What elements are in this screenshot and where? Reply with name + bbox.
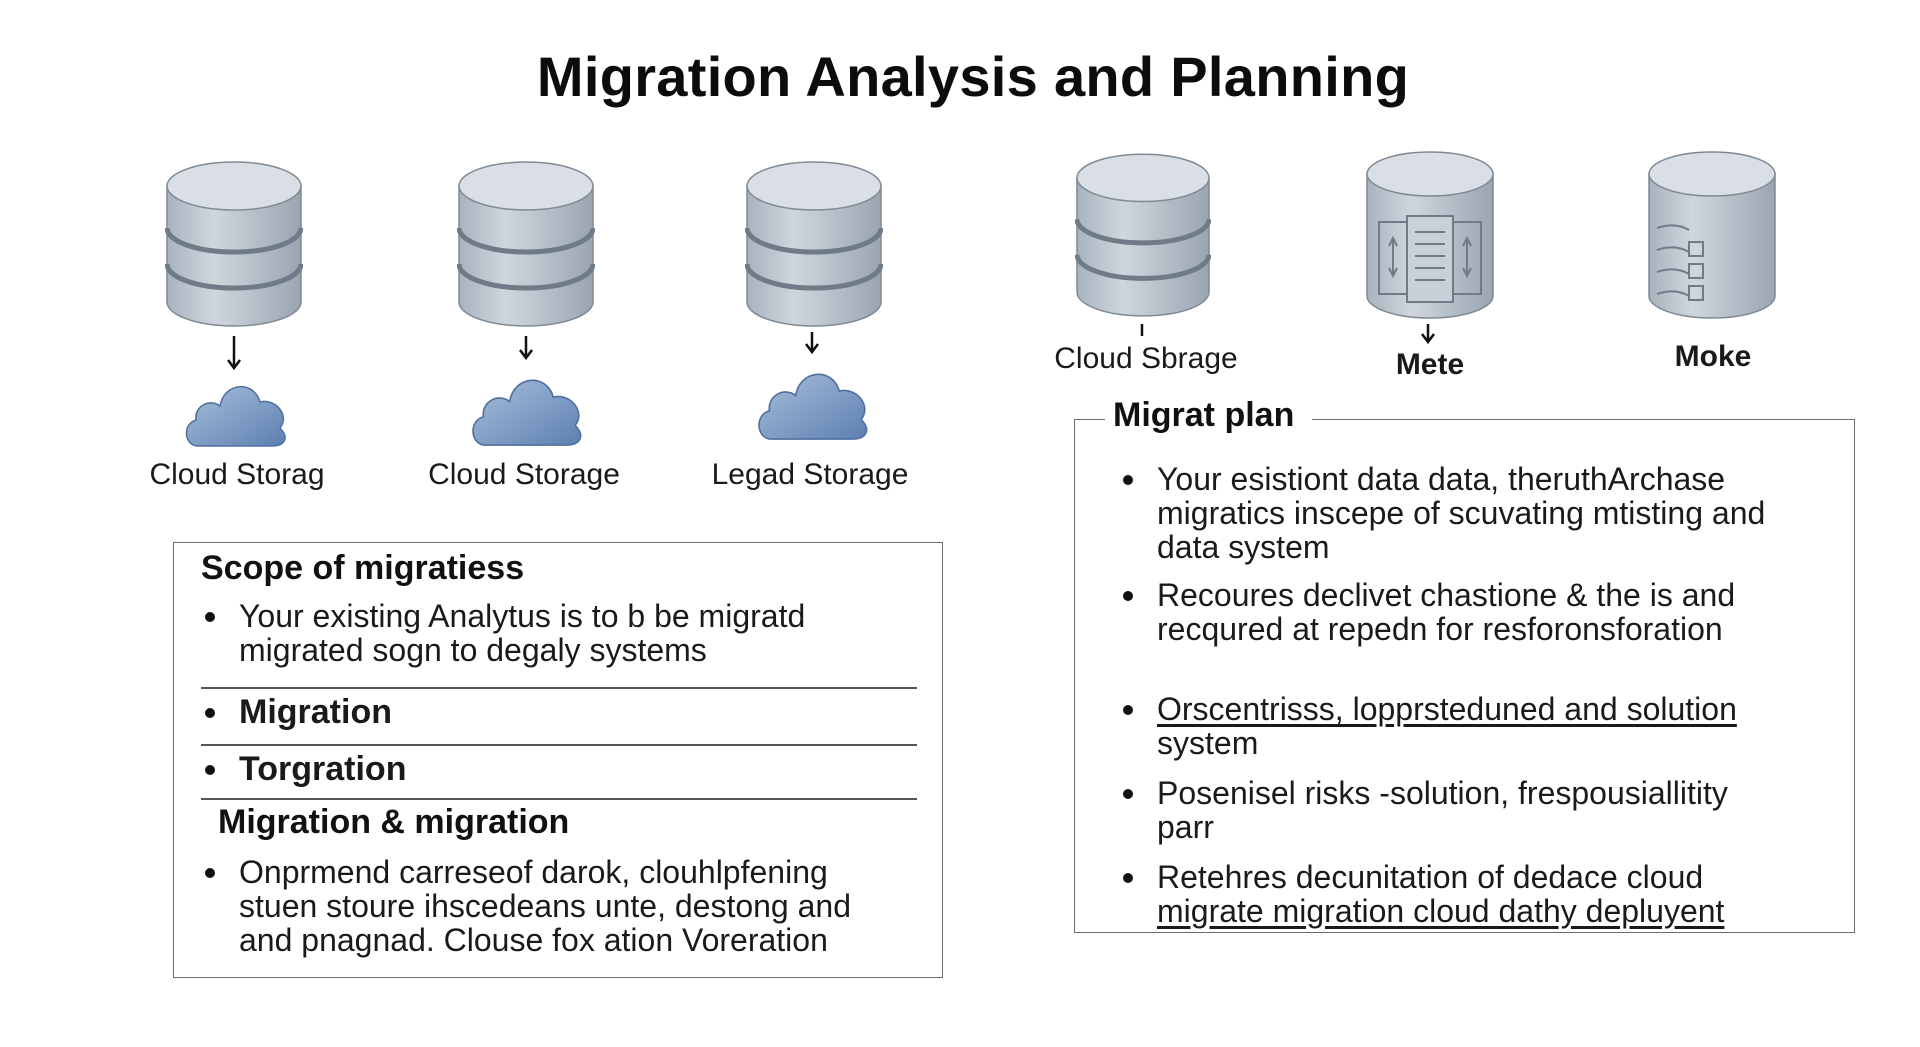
- bullet-icon: [1123, 591, 1133, 601]
- target-label-1: Cloud Sbrage: [1054, 342, 1238, 375]
- divider: [201, 687, 917, 689]
- plan-bullet-5: Retehres decunitation of dedace cloud: [1123, 860, 1823, 894]
- source-label-2: Cloud Storage: [428, 458, 620, 491]
- connector-tick-icon: [1132, 324, 1152, 338]
- plan-bullet-2: Recoures declivet chastione & the is and…: [1123, 578, 1783, 646]
- database-list-icon: [1647, 150, 1777, 322]
- scope-bullet-2: Migration: [205, 695, 392, 729]
- migration-plan-panel: Migrat plan Your esistiont data data, th…: [1074, 396, 1855, 933]
- bullet-icon: [205, 765, 215, 775]
- bullet-icon: [205, 708, 215, 718]
- down-arrow-icon: [516, 336, 536, 362]
- database-icon: [1075, 150, 1211, 322]
- bullet-icon: [1123, 873, 1133, 883]
- database-icon: [457, 160, 595, 330]
- down-arrow-icon: [1418, 324, 1438, 346]
- scope-heading: Scope of migratiess: [201, 549, 525, 587]
- source-label-1: Cloud Storag: [149, 458, 325, 491]
- target-label-3: Moke: [1674, 340, 1752, 373]
- cloud-icon: [180, 376, 290, 448]
- bullet-icon: [205, 868, 215, 878]
- divider: [201, 744, 917, 746]
- scope-subheading: Migration & migration: [218, 803, 570, 841]
- bullet-icon: [1123, 789, 1133, 799]
- plan-heading: Migrat plan: [1105, 396, 1313, 435]
- scope-bullet-1: Your existing Analytus is to b be migrat…: [205, 599, 845, 667]
- bullet-icon: [205, 612, 215, 622]
- target-label-2: Mete: [1395, 348, 1465, 381]
- down-arrow-icon: [802, 332, 822, 356]
- cloud-icon: [466, 368, 586, 448]
- source-label-3: Legad Storage: [711, 458, 909, 491]
- cloud-icon: [752, 362, 872, 442]
- plan-bullet-4: Posenisel risks -solution, frespousialli…: [1123, 776, 1793, 844]
- plan-bullet-5-cont: migrate migration cloud dathy depluyent: [1157, 893, 1725, 929]
- database-panel-icon: [1365, 150, 1495, 322]
- divider: [201, 798, 917, 800]
- database-icon: [745, 160, 883, 330]
- plan-bullet-3: Orscentrisss, lopprsteduned and solution: [1123, 692, 1823, 726]
- page-title: Migration Analysis and Planning: [536, 45, 1410, 108]
- database-icon: [165, 160, 303, 330]
- bullet-icon: [1123, 475, 1133, 485]
- scope-bullet-4: Onprmend carreseof darok, clouhlpfening …: [205, 855, 885, 957]
- scope-bullet-3: Torgration: [205, 752, 406, 786]
- bullet-icon: [1123, 705, 1133, 715]
- down-arrow-icon: [224, 336, 244, 372]
- scope-panel: Scope of migratiess Your existing Analyt…: [173, 542, 943, 978]
- plan-bullet-3-cont: system: [1157, 725, 1259, 761]
- plan-bullet-1: Your esistiont data data, theruthArchase…: [1123, 462, 1813, 564]
